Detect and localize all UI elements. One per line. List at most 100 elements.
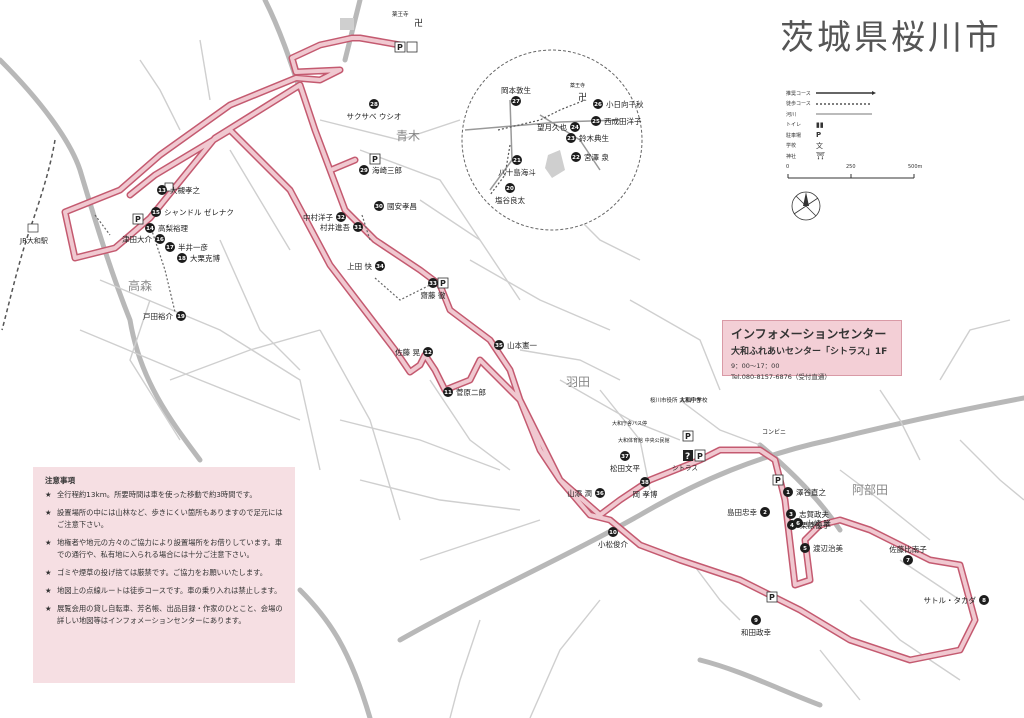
- stop-marker-circle: [595, 488, 605, 498]
- stop-number: 19: [177, 314, 185, 320]
- stop-number: 31: [354, 225, 362, 231]
- stop-number: 36: [596, 491, 604, 497]
- station: JR大和駅: [19, 223, 48, 245]
- stop-artist-label: 渡辺治美: [813, 543, 843, 553]
- legend-row: 神社⛩: [786, 151, 936, 162]
- stop-marker-circle: [145, 223, 155, 233]
- stop-number: 20: [506, 186, 514, 192]
- stop-artist-label: 栗原優子: [800, 520, 830, 530]
- stop-marker-circle: [512, 155, 522, 165]
- stop-marker[interactable]: 38岡 孝博: [633, 477, 658, 499]
- stop-number: 37: [621, 454, 629, 460]
- stop-artist-label: 國安孝昌: [387, 201, 417, 211]
- note-item: ★地権者や地元の方々のご協力により設置場所をお借りしています。車での通行や、私有…: [45, 538, 283, 559]
- bus-stop-label: 大和庁舎バス停: [612, 420, 647, 427]
- stop-number: 38: [641, 480, 649, 486]
- parking-yakuoji: P: [394, 41, 418, 53]
- stop-number: 8: [982, 598, 986, 604]
- svg-text:P: P: [775, 476, 781, 485]
- stop-artist-label: サトル・タカダ: [924, 595, 977, 605]
- stop-artist-label: 塩谷良太: [495, 195, 525, 205]
- stop-number: 18: [178, 256, 186, 262]
- legend-row: 河川: [786, 111, 872, 118]
- stop-artist-label: 中村洋子: [303, 212, 333, 222]
- stop-marker[interactable]: 8 サトル・タカダ: [924, 595, 990, 605]
- note-item: ★全行程約13km。所要時間は車を使った移動で約3時間です。: [45, 490, 257, 499]
- stop-marker[interactable]: 9 和田政幸: [741, 615, 771, 637]
- stop-number: 29: [360, 168, 368, 174]
- stop-number: 17: [166, 245, 174, 251]
- walking-paths: [94, 214, 431, 313]
- stop-marker[interactable]: 37 松田文平: [610, 451, 640, 473]
- pond: [340, 18, 354, 30]
- parking-p-labels: PPP PPP: [135, 155, 781, 602]
- stop-number: 28: [370, 102, 378, 108]
- stop-artist-label: 望月久也: [537, 122, 567, 132]
- stop-marker[interactable]: 28 サクサベ ウシオ: [347, 99, 402, 121]
- parking-icon: P: [816, 131, 822, 140]
- stop-number: 11: [444, 390, 452, 396]
- stop-number: 16: [156, 237, 164, 243]
- stop-artist-label: 松田文平: [610, 463, 640, 473]
- stop-number: 9: [754, 618, 758, 624]
- stop-artist-label: 小日向千秋: [606, 99, 644, 109]
- stop-marker[interactable]: 26 小日向千秋: [593, 99, 644, 109]
- stop-number: 32: [337, 215, 345, 221]
- note-item: ★設置場所の中には山林など、歩きにくい箇所もありますので足元にはご注意下さい。: [45, 508, 283, 529]
- citrus-label: シトラス: [672, 464, 698, 472]
- stop-number: 34: [376, 264, 384, 270]
- parking-markers: [132, 153, 784, 603]
- page-title: 茨城県桜川市: [780, 18, 1002, 58]
- stop-artist-label: サクサベ ウシオ: [347, 112, 402, 121]
- stop-marker-circle: [783, 487, 793, 497]
- legend-row: トイレ▮▮: [786, 120, 936, 131]
- stop-marker-circle: [505, 183, 515, 193]
- stop-marker-circle: [786, 509, 796, 519]
- stop-number: 26: [594, 102, 602, 108]
- svg-text:卍: 卍: [578, 92, 587, 103]
- stop-number: 21: [513, 158, 521, 164]
- info-tel: Tel.080-8157-6876（受付直通）: [731, 373, 831, 381]
- stop-artist-label: 和田政幸: [741, 627, 771, 637]
- stop-marker[interactable]: 32 中村洋子: [303, 212, 346, 222]
- stop-number: 33: [429, 281, 437, 287]
- gym-label: 大和体育館 中央公民館: [618, 437, 670, 444]
- stop-number: 23: [567, 136, 575, 142]
- stop-artist-label: 山崎 隆: [806, 518, 831, 528]
- inset-map: 薬王寺 卍: [461, 49, 643, 231]
- stop-marker-circle: [423, 347, 433, 357]
- stop-marker[interactable]: 20 塩谷良太: [495, 183, 525, 205]
- stop-marker-circle: [608, 527, 618, 537]
- stop-marker-circle: [428, 278, 438, 288]
